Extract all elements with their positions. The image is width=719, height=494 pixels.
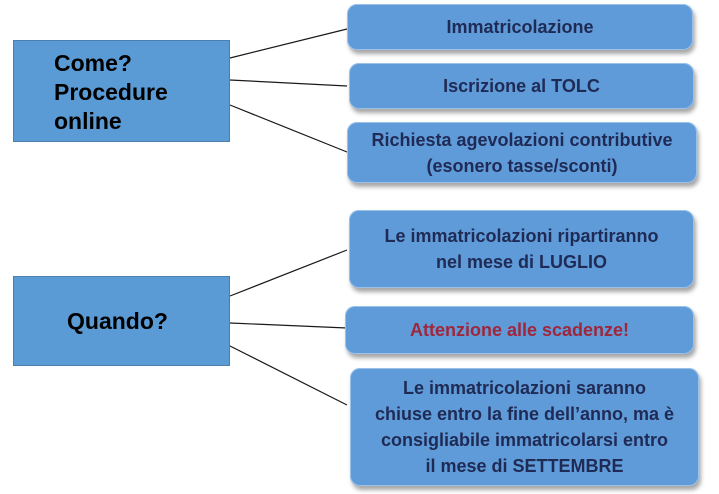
immatricolazione-box: Immatricolazione (347, 4, 693, 50)
iscrizione-tolc-box: Iscrizione al TOLC (349, 63, 694, 109)
connector-quando-settembre (229, 345, 348, 406)
riapertura-luglio-box: Le immatricolazioni ripartiranno nel mes… (349, 210, 694, 288)
connector-quando-scadenze (229, 322, 348, 329)
scadenze-alert-box: Attenzione alle scadenze! (345, 306, 694, 354)
connector-come-immatricolazione (229, 28, 348, 59)
quando-box: Quando? (13, 276, 230, 366)
agevolazioni-box: Richiesta agevolazioni contributive (eso… (347, 122, 697, 183)
quando-label: Quando? (67, 308, 168, 334)
connector-quando-luglio (229, 249, 348, 297)
connector-come-tolc (229, 79, 348, 87)
come-label: Come? Procedure online (54, 50, 168, 134)
come-box: Come? Procedure online (13, 40, 230, 142)
connector-come-agevolazioni (229, 104, 348, 153)
chiusura-settembre-box: Le immatricolazioni saranno chiuse entro… (350, 368, 699, 486)
